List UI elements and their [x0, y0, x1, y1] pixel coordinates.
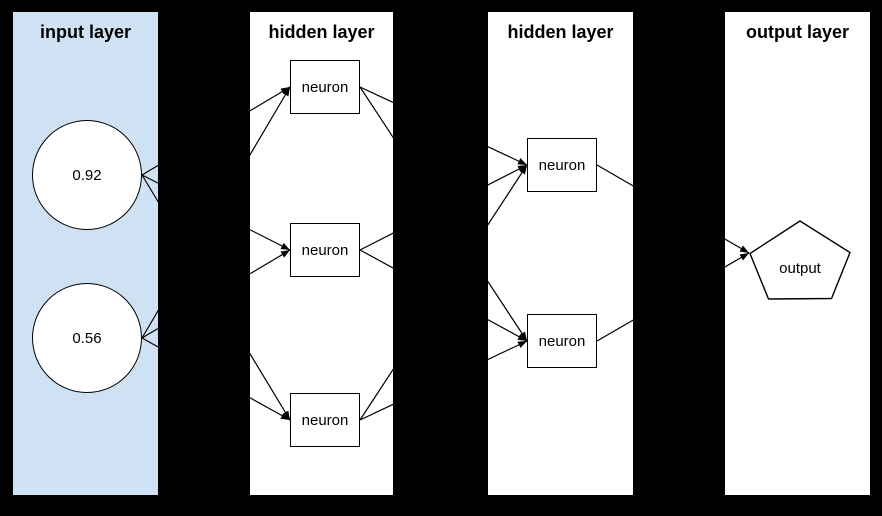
hidden1-neuron-1-label: neuron	[301, 78, 349, 96]
hidden-layer-2-title: hidden layer	[507, 22, 614, 42]
input-node-1: 0.92	[32, 120, 142, 230]
output-layer-title: output layer	[745, 22, 849, 42]
input-layer-panel: input layer	[13, 12, 158, 495]
hidden-layer-1-title: hidden layer	[268, 22, 375, 42]
input-node-1-value: 0.92	[72, 166, 102, 184]
pentagon-shape	[749, 220, 851, 300]
input-node-2-value: 0.56	[72, 329, 102, 347]
hidden1-neuron-3: neuron	[290, 393, 360, 447]
input-layer-title: input layer	[39, 22, 132, 42]
output-node-label: output	[779, 260, 821, 277]
hidden1-neuron-1: neuron	[290, 60, 360, 114]
input-node-2: 0.56	[32, 283, 142, 393]
hidden1-neuron-3-label: neuron	[301, 411, 349, 429]
hidden1-neuron-2-label: neuron	[301, 241, 349, 259]
hidden2-neuron-2-label: neuron	[538, 332, 586, 350]
hidden2-neuron-1: neuron	[527, 138, 597, 192]
hidden-layer-2-panel: hidden layer	[488, 12, 633, 495]
output-node: output	[749, 220, 851, 300]
hidden2-neuron-1-label: neuron	[538, 156, 586, 174]
hidden2-neuron-2: neuron	[527, 314, 597, 368]
hidden1-neuron-2: neuron	[290, 223, 360, 277]
